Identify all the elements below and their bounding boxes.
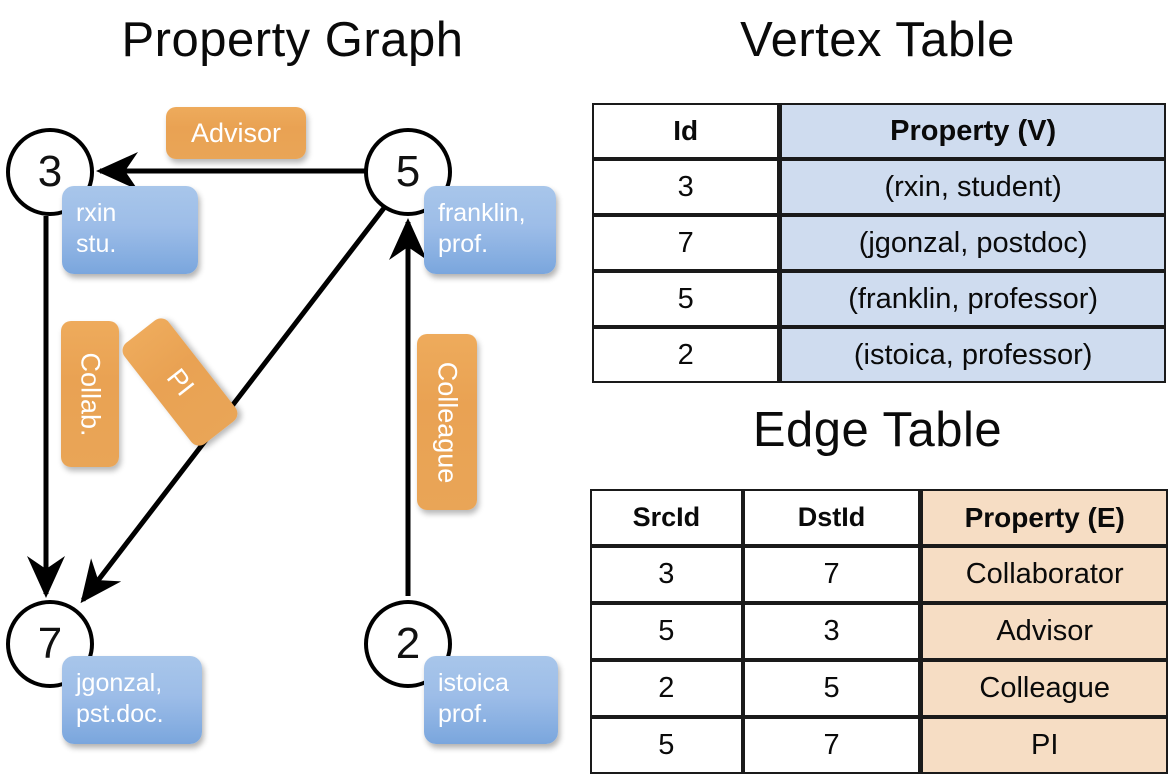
- vertex-cell-property: (franklin, professor): [779, 271, 1166, 327]
- table-row: 2 (istoica, professor): [592, 327, 1166, 383]
- vertex-cell-property: (jgonzal, postdoc): [779, 215, 1166, 271]
- vertex-property-box-5: franklin, prof.: [424, 186, 556, 274]
- vertex-cell-property: (istoica, professor): [779, 327, 1166, 383]
- table-row: 5 7 PI: [590, 717, 1168, 774]
- edge-label-pi-text: PI: [160, 362, 201, 401]
- vertex-table-header-row: Id Property (V): [592, 103, 1166, 159]
- edge-cell-property: PI: [920, 717, 1168, 774]
- edge-table: SrcId DstId Property (E) 3 7 Collaborato…: [590, 489, 1168, 774]
- table-row: 5 (franklin, professor): [592, 271, 1166, 327]
- edge-cell-srcid: 5: [590, 603, 743, 660]
- vertex-table-header-property: Property (V): [779, 103, 1166, 159]
- edge-cell-srcid: 2: [590, 660, 743, 717]
- page-title-vertex-table: Vertex Table: [740, 13, 1015, 67]
- table-row: 7 (jgonzal, postdoc): [592, 215, 1166, 271]
- edge-label-collab-text: Collab.: [75, 351, 106, 437]
- table-row: 5 3 Advisor: [590, 603, 1168, 660]
- edge-cell-srcid: 5: [590, 717, 743, 774]
- edge-cell-srcid: 3: [590, 546, 743, 603]
- graph-node-5-label: 5: [395, 147, 421, 196]
- edge-cell-dstid: 5: [742, 660, 921, 717]
- property-graph-diagram: 3 5 7 2 rxin stu. franklin, prof. jgonza…: [0, 0, 585, 760]
- edge-table-header-property: Property (E): [920, 489, 1168, 546]
- vertex-table-header-id: Id: [592, 103, 780, 159]
- vertex-table: Id Property (V) 3 (rxin, student) 7 (jgo…: [592, 103, 1166, 383]
- edge-label-badge-advisor: Advisor: [166, 107, 306, 159]
- vertex-property-box-2: istoica prof.: [424, 656, 558, 744]
- page-title-edge-table: Edge Table: [752, 403, 1003, 457]
- edge-cell-dstid: 7: [742, 717, 921, 774]
- vertex-cell-id: 7: [592, 215, 780, 271]
- table-row: 3 (rxin, student): [592, 159, 1166, 215]
- graph-node-5[interactable]: 5: [364, 128, 452, 216]
- vertex-cell-id: 2: [592, 327, 780, 383]
- edge-label-advisor-text: Advisor: [190, 117, 282, 148]
- table-row: 3 7 Collaborator: [590, 546, 1168, 603]
- graph-node-7-label: 7: [37, 619, 63, 668]
- edge-cell-property: Advisor: [920, 603, 1168, 660]
- edge-cell-property: Collaborator: [920, 546, 1168, 603]
- edge-table-header-row: SrcId DstId Property (E): [590, 489, 1168, 546]
- edge-cell-dstid: 3: [742, 603, 921, 660]
- vertex-cell-id: 3: [592, 159, 780, 215]
- edge-label-badge-collab: Collab.: [61, 321, 119, 467]
- edge-label-colleague-text: Colleague: [432, 361, 463, 483]
- edge-table-header-srcid: SrcId: [590, 489, 743, 546]
- graph-node-2-label: 2: [395, 619, 421, 668]
- graph-node-2[interactable]: 2: [364, 600, 452, 688]
- edge-cell-property: Colleague: [920, 660, 1168, 717]
- edge-cell-dstid: 7: [742, 546, 921, 603]
- edge-table-header-dstid: DstId: [742, 489, 921, 546]
- vertex-cell-id: 5: [592, 271, 780, 327]
- table-row: 2 5 Colleague: [590, 660, 1168, 717]
- edge-label-badge-colleague: Colleague: [417, 334, 477, 510]
- vertex-cell-property: (rxin, student): [779, 159, 1166, 215]
- graph-node-3-label: 3: [37, 147, 63, 196]
- vertex-property-box-7: jgonzal, pst.doc.: [62, 656, 202, 744]
- page-title-property-graph: Property Graph: [121, 13, 464, 67]
- vertex-property-box-3: rxin stu.: [62, 186, 198, 274]
